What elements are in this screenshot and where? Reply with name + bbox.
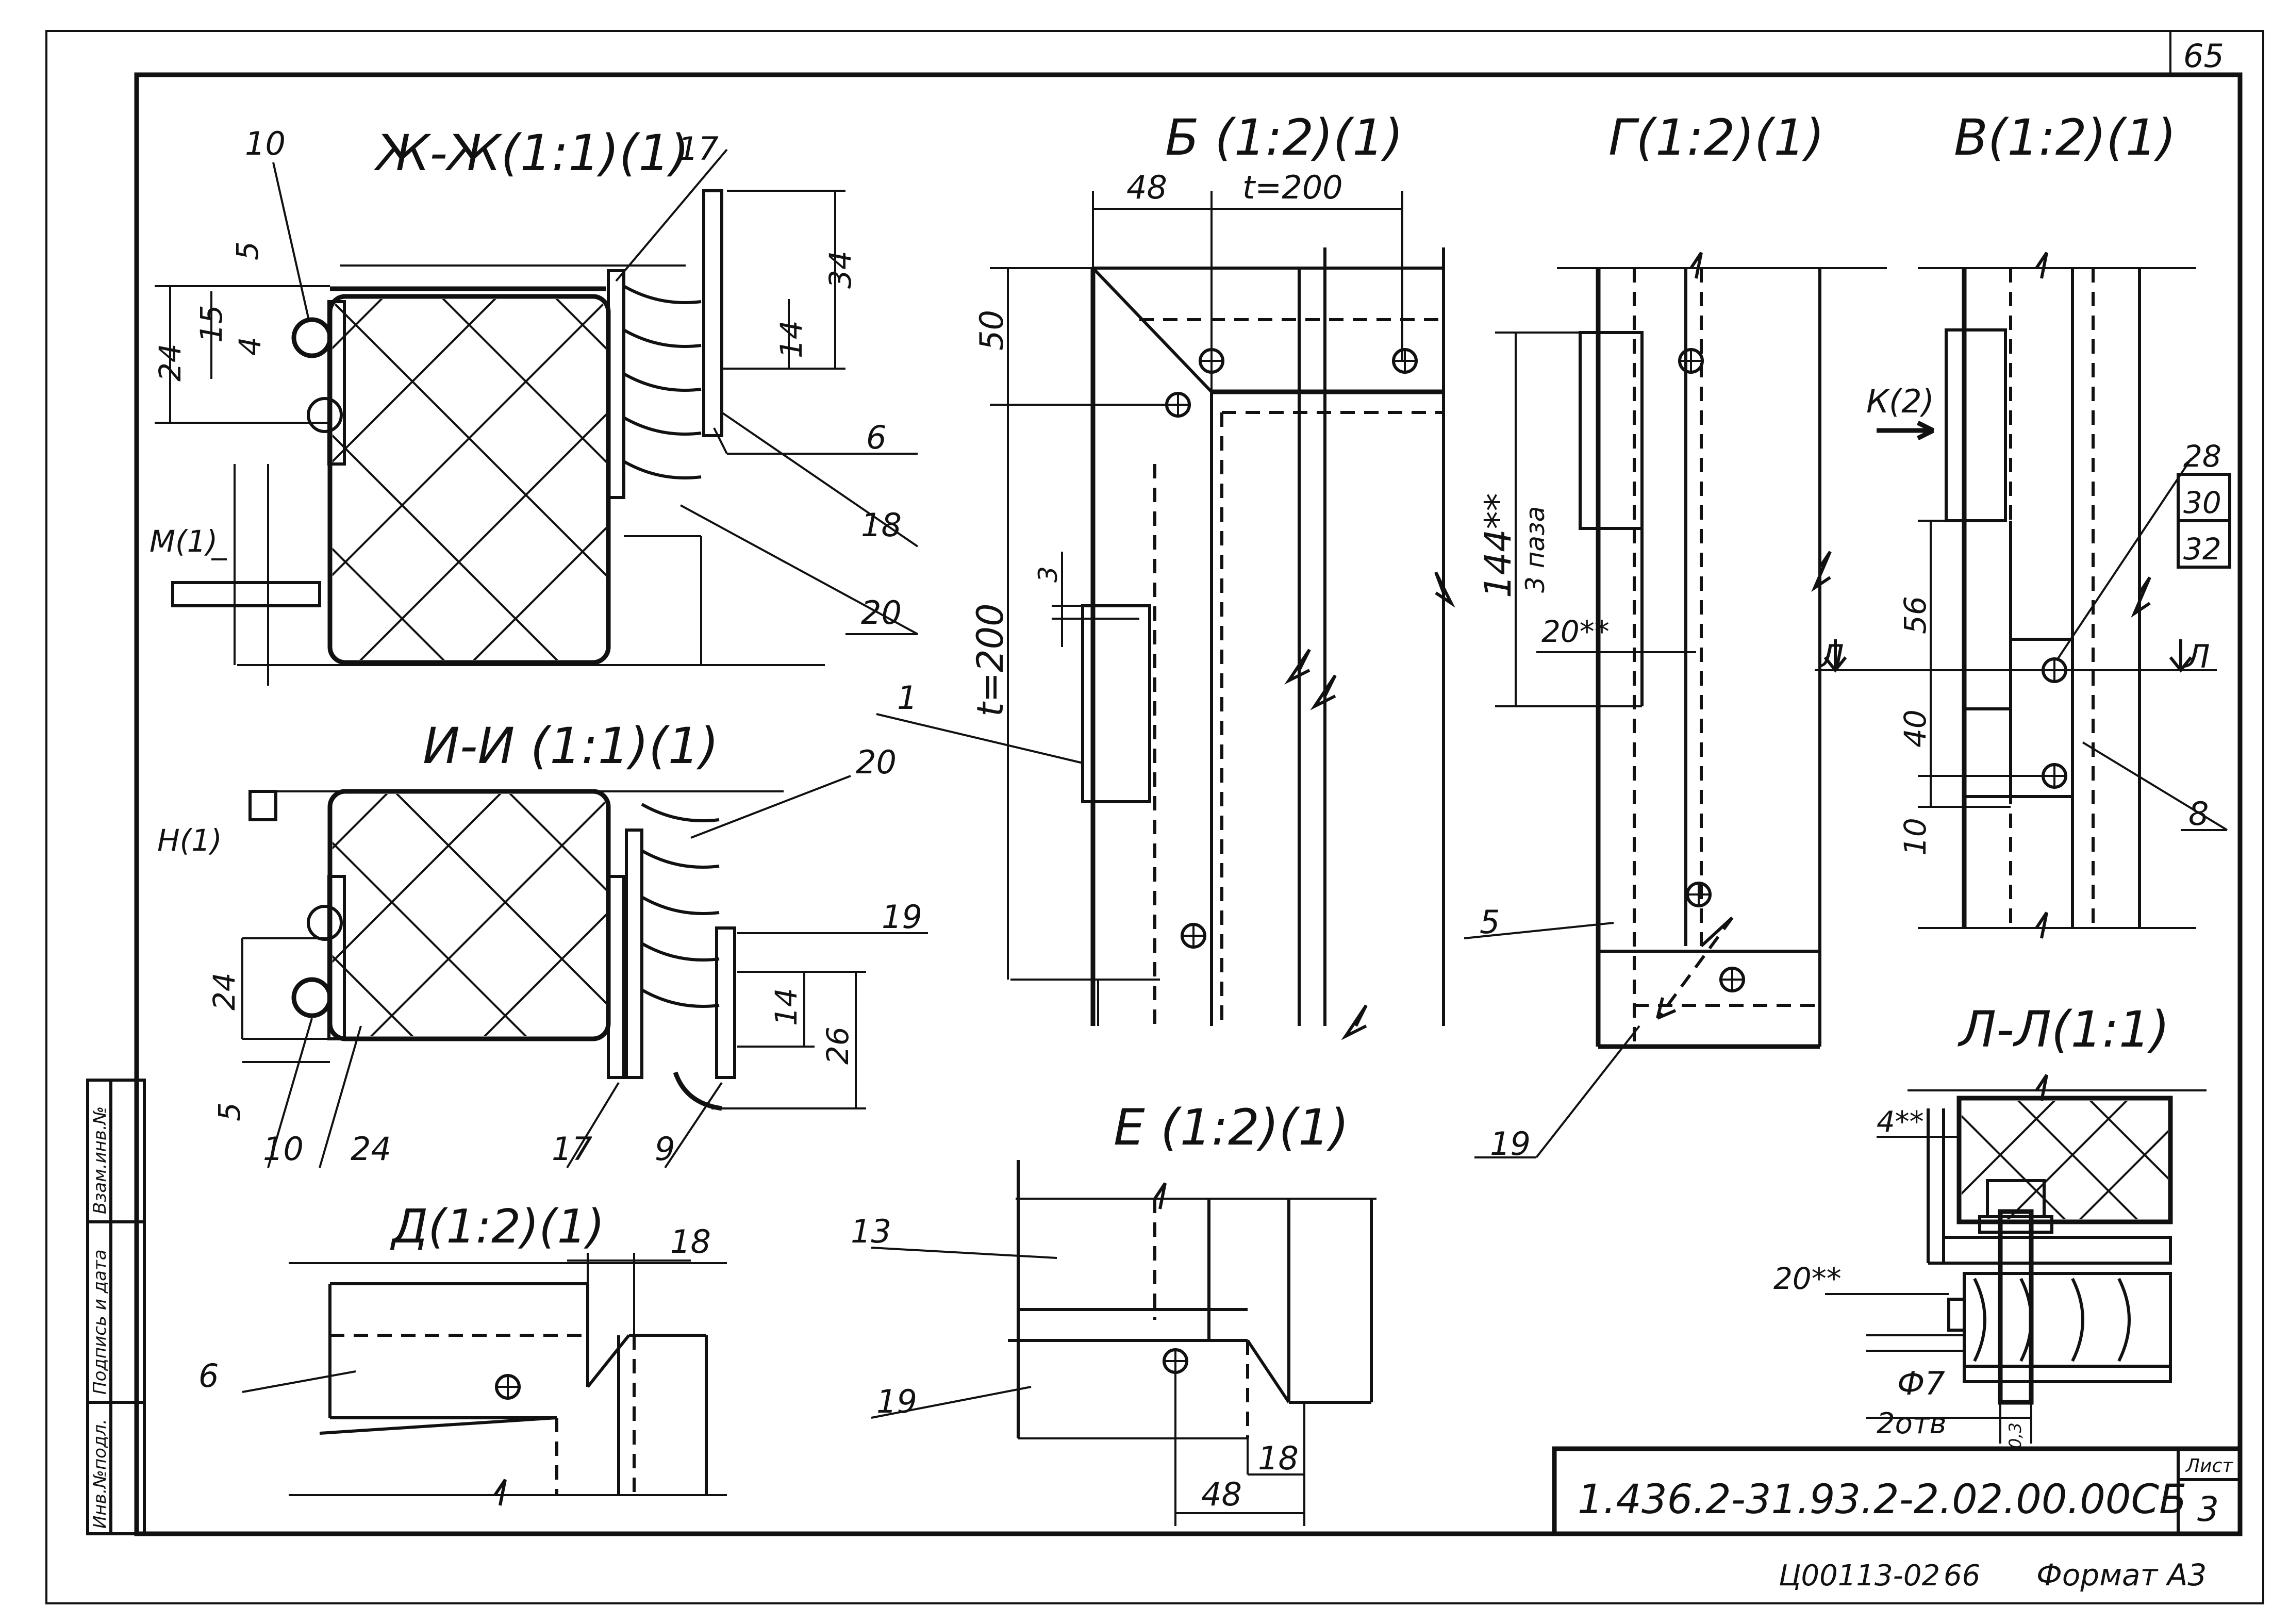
b-dim-3: 3 [1033,566,1063,583]
g-callout-19: 19 [1490,1125,1531,1163]
l-dim-f7: Ф7 [1897,1365,1945,1402]
zh-callout-17: 17 [678,130,719,168]
doc-code: 1.436.2-31.93.2-2.02.00.00СБ [1578,1477,2186,1523]
b-dim-t200-v: t=200 [969,603,1011,717]
v-callout-28: 28 [2183,439,2221,474]
g-dim-144: 144** [1477,493,1519,598]
e-callout-19: 19 [876,1383,917,1420]
stamp-text-2: Подпись и дата [90,1249,110,1395]
zh-callout-10: 10 [245,125,286,162]
view-i-i [241,775,928,1169]
v-callout-32: 32 [2183,532,2221,567]
zh-label-m: М(1) [150,524,218,559]
b-callout-1: 1 [897,679,917,717]
format-label: Формат А3 [2036,1557,2207,1593]
stamp-text-3: Инв.№подл. [90,1419,110,1529]
zh-dim-4: 4 [233,337,268,356]
i-dim-14: 14 [769,988,804,1026]
l-dim-20: 20** [1773,1261,1842,1296]
i-callout-17: 17 [552,1130,592,1168]
zh-dim-5: 5 [230,241,265,260]
d-title: Д(1:2)(1) [390,1200,605,1254]
zh-dim-24: 24 [153,343,188,382]
zh-callout-6: 6 [866,419,886,456]
i-callout-24: 24 [351,1130,391,1168]
e-dim-48: 48 [1201,1476,1242,1513]
e-callout-13: 13 [851,1213,891,1250]
zh-title: Ж-Ж(1:1)(1) [374,124,689,182]
archive-code: Ц00113-02 [1779,1559,1940,1593]
zh-callout-18: 18 [861,506,902,544]
v-section-mark-right: Л [2185,638,2210,675]
d-callout-6: 6 [198,1357,219,1395]
i-label-n: Н(1) [157,823,222,858]
v-label-k: К(2) [1866,383,1934,420]
l-dim-03: 0,3 [2005,1422,2025,1449]
zh-dim-15: 15 [194,305,229,343]
title-block [1552,1446,2243,1536]
i-title: И-И (1:1)(1) [423,717,719,775]
view-l-l [1825,1074,2207,1444]
i-callout-10: 10 [263,1130,304,1168]
v-dim-56: 56 [1898,596,1933,634]
side-stamp: Взам.инв.№ Подпись и дата Инв.№подл. [86,1079,146,1535]
zh-dim-14: 14 [774,320,809,358]
l-dim-4: 4** [1877,1105,1924,1139]
view-g [1464,252,1887,1158]
l-holes: 2отв [1877,1407,1947,1440]
view-b [876,191,1455,1040]
b-title: Б (1:2)(1) [1165,109,1403,167]
e-dim-18: 18 [1258,1439,1299,1477]
zh-callout-20: 20 [861,594,902,632]
view-e [871,1160,1376,1526]
sheet-label: Лист [2185,1455,2233,1477]
i-callout-19: 19 [882,898,922,936]
view-zh-zh [155,148,919,686]
page-number: 65 [2183,37,2224,75]
b-dim-48: 48 [1126,169,1167,206]
view-d [242,1253,727,1506]
i-dim-24: 24 [207,972,242,1010]
i-callout-20: 20 [856,743,897,781]
v-callout-8: 8 [2188,795,2209,833]
sheet-number: 3 [2197,1489,2219,1529]
i-callout-9: 9 [655,1130,675,1168]
g-callout-5: 5 [1480,903,1500,941]
v-dim-10: 10 [1898,818,1933,856]
i-dim-5: 5 [212,1102,247,1121]
e-title: Е (1:2)(1) [1114,1099,1349,1156]
g-note-slots: 3 паза [1520,506,1550,593]
view-v [1815,252,2231,939]
g-dim-20: 20** [1541,614,1610,649]
l-title: Л-Л(1:1) [1958,1001,2169,1058]
b-dim-50: 50 [973,310,1010,351]
archive-page: 66 [1944,1559,1980,1593]
i-dim-26: 26 [820,1026,855,1065]
stamp-text-1: Взам.инв.№ [90,1106,110,1214]
sheet-frame [45,30,2264,1604]
v-dim-40: 40 [1898,709,1933,748]
v-title: В(1:2)(1) [1954,109,2176,167]
d-dim-18: 18 [670,1223,711,1261]
zh-dim-34: 34 [823,251,858,289]
g-title: Г(1:2)(1) [1608,109,1824,167]
v-section-mark-left: Л [1819,638,1844,675]
v-callout-30: 30 [2183,485,2221,520]
b-dim-t200-h: t=200 [1242,169,1343,206]
